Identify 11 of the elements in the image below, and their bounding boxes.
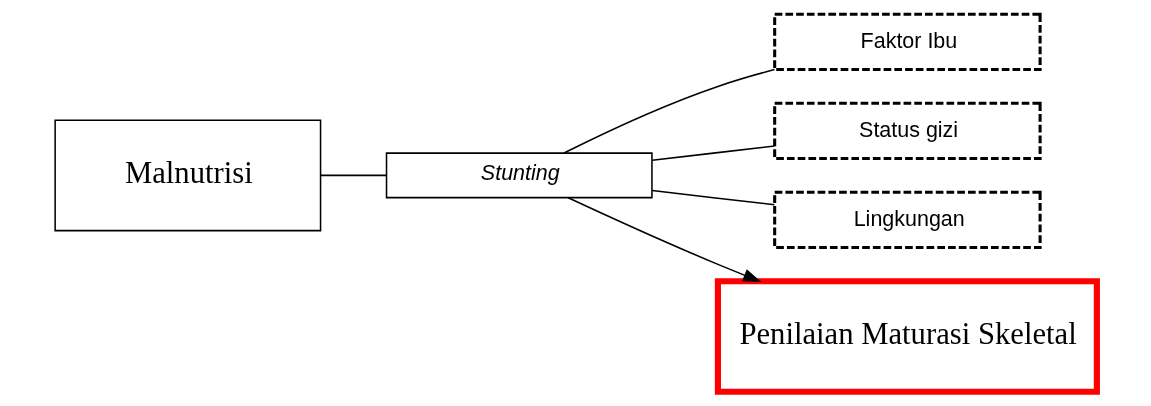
node-box: Lingkungan xyxy=(772,190,1042,250)
connector xyxy=(319,174,387,177)
node-box: Malnutrisi xyxy=(53,119,321,232)
connector xyxy=(650,145,775,161)
node-box: Penilaian Maturasi Skeletal xyxy=(714,278,1100,395)
node-box: Status gizi xyxy=(772,101,1042,161)
connector xyxy=(650,189,775,206)
node-box: Faktor Ibu xyxy=(772,12,1042,72)
connector xyxy=(562,68,775,154)
arrow xyxy=(566,196,761,283)
node-box: Stunting xyxy=(385,152,653,199)
